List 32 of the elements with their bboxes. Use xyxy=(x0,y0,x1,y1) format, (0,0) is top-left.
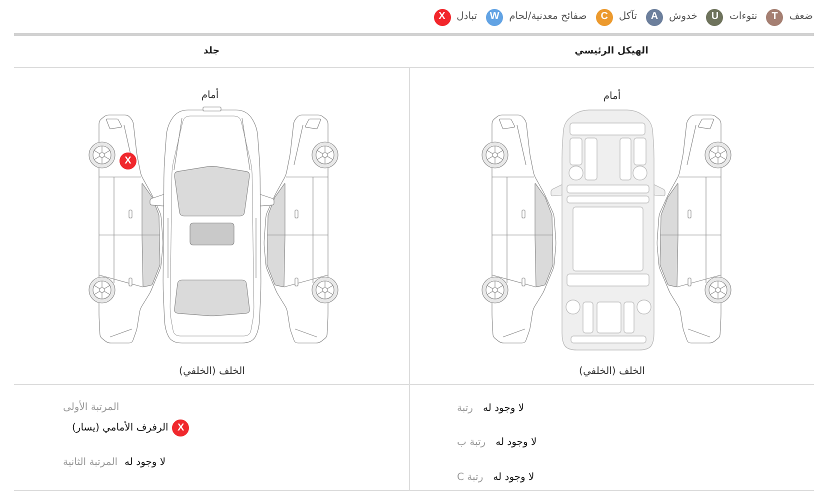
legend-text: نتوءات xyxy=(729,11,758,23)
legend-text: تآكل xyxy=(618,11,637,23)
view-label: الخلف (الخلفي) xyxy=(179,366,245,378)
view-label: أمام xyxy=(603,91,621,103)
grade-value: لا وجود له xyxy=(483,403,524,415)
table-cell xyxy=(14,33,409,68)
grade-label: رتبة ب xyxy=(457,437,486,449)
legend-badge: U xyxy=(706,8,724,26)
grade-value: لا وجود له xyxy=(124,457,166,469)
legend-text: خدوش xyxy=(668,11,698,23)
grade-label: رتبة C xyxy=(457,472,484,484)
legend-badge: C xyxy=(596,8,613,26)
column-heading: الهيكل الرئيسي xyxy=(574,45,648,57)
view-label: الخلف (الخلفي) xyxy=(579,366,645,378)
legend-badge: W xyxy=(486,8,504,26)
grade-label: المرتبة الأولى xyxy=(63,402,120,414)
table-cell xyxy=(409,33,814,68)
legend-badge: T xyxy=(766,8,784,26)
legend-text: ضعف xyxy=(789,11,813,23)
grade-label: المرتبة الثانية xyxy=(63,457,118,469)
legend-text: صفائح معدنية/لحام xyxy=(509,11,587,23)
grade-value: لا وجود له xyxy=(496,437,537,449)
grade-value: لا وجود له xyxy=(493,472,534,484)
legend-badge: A xyxy=(646,8,663,26)
grade-label: رتبة xyxy=(457,403,473,415)
view-label: أمام xyxy=(201,90,219,102)
legend-text: تبادل xyxy=(456,11,478,23)
damage-marker: X xyxy=(172,420,190,436)
legend-badge: X xyxy=(434,8,451,26)
table-cell xyxy=(409,385,814,491)
damage-text: الرفرف الأمامي (يسار) xyxy=(72,422,168,434)
column-heading: جلد xyxy=(203,45,220,57)
